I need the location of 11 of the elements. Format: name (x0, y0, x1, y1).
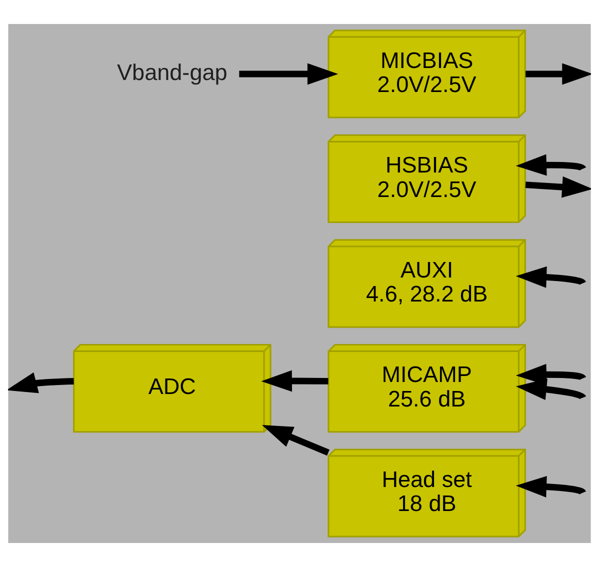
arrow (516, 475, 586, 497)
arrow (516, 363, 586, 400)
arrow (525, 176, 591, 198)
arrow (526, 62, 591, 84)
arrow (8, 372, 74, 393)
arrow (261, 370, 328, 392)
arrow (516, 266, 586, 288)
arrow (239, 62, 338, 84)
arrow (262, 424, 330, 456)
node-text: Vband-gap (117, 59, 228, 84)
arrow (516, 154, 586, 176)
